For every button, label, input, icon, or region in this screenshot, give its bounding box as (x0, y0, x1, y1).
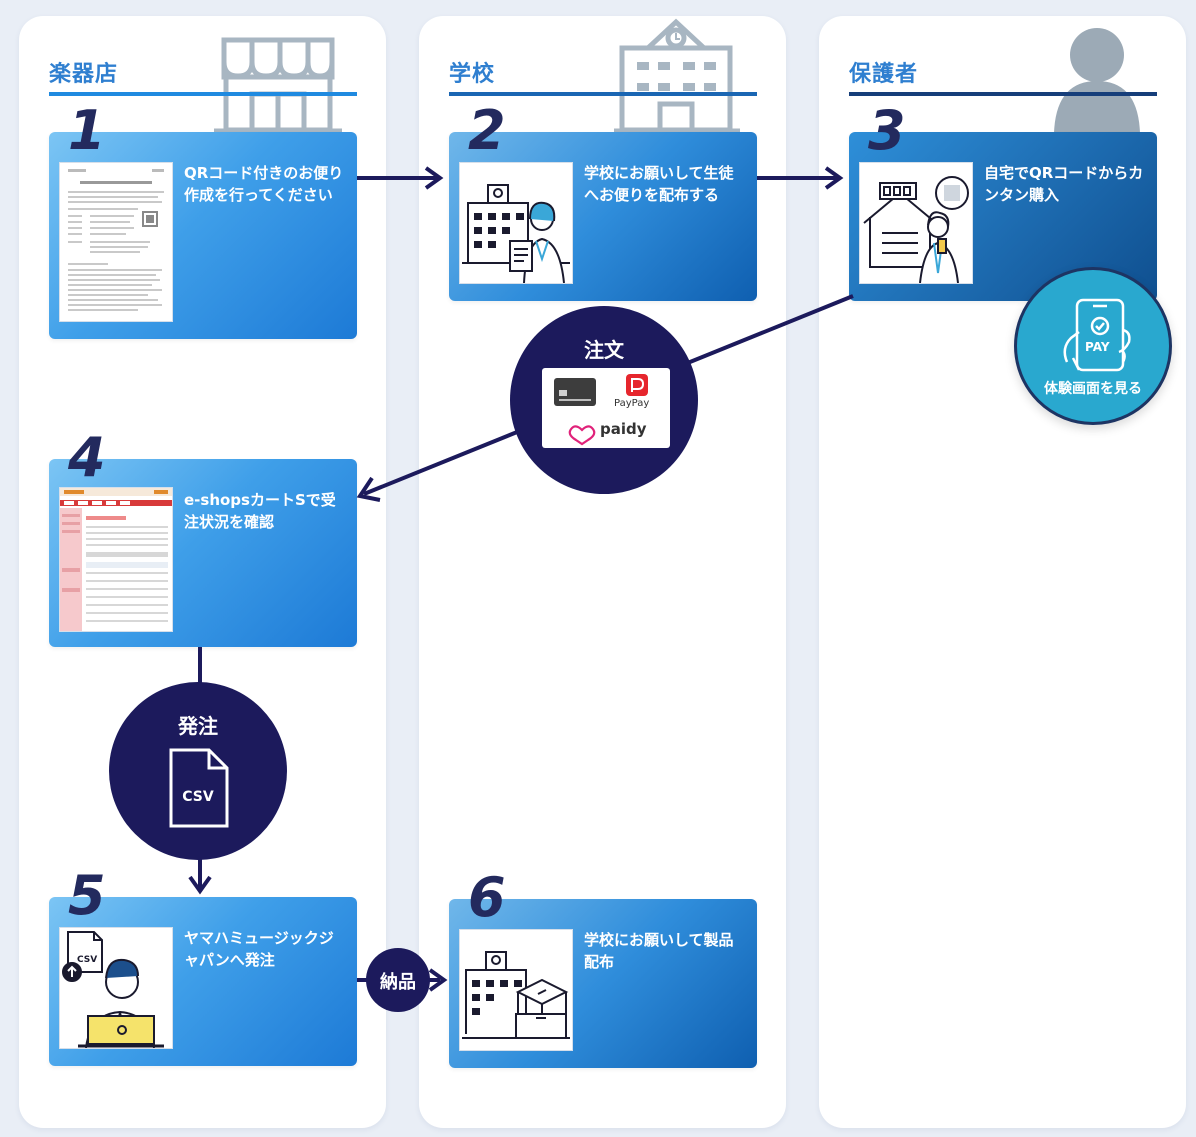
payment-methods: PayPay paidy (542, 368, 670, 448)
nouhin-label: 納品 (380, 972, 416, 993)
hatchu-label: 発注 (178, 714, 218, 738)
delivery-illustration (459, 929, 573, 1051)
admin-screen-thumbnail (59, 487, 173, 632)
paypay-label: PayPay (614, 398, 650, 409)
shop-column-title: 楽器店 (49, 62, 119, 87)
flyer-thumbnail (59, 162, 173, 322)
step-2-card: 学校にお願いして生徒へお便りを配布する (449, 132, 757, 301)
order-label: 注文 (584, 338, 624, 362)
school-teacher-icon (462, 184, 570, 284)
credit-card-icon (554, 378, 596, 406)
step-6-card: 学校にお願いして製品配布 (449, 899, 757, 1068)
step-2-number: 2 (468, 99, 506, 162)
school-staff-illustration (459, 162, 573, 284)
step-1-card: QRコード付きのお便り作成を行ってください (49, 132, 357, 339)
step-5-text: ヤマハミュージックジャパンへ発注 (184, 929, 334, 969)
flyer-document-icon (68, 169, 164, 311)
step-1-text: QRコード付きのお便り作成を行ってください (184, 164, 344, 204)
paidy-label: paidy (600, 420, 647, 438)
laptop-worker-icon (62, 931, 164, 1049)
nouhin-circle: 納品 (366, 948, 430, 1012)
step-6-text: 学校にお願いして製品配布 (584, 931, 734, 971)
order-circle: 注文 PayPay paidy (510, 306, 698, 494)
hatchu-csv-text: CSV (182, 789, 214, 805)
csv-file-icon (169, 748, 229, 828)
order-management-screen-icon (60, 488, 172, 631)
step-3-number: 3 (868, 99, 906, 162)
guardian-title-rule (849, 92, 1157, 96)
step-4-card: e-shopsカートSで受注状況を確認 (49, 459, 357, 647)
pay-icon-text: PAY (1085, 340, 1110, 354)
school-column-title: 学校 (449, 62, 496, 87)
step-5-csv-tag: CSV (77, 955, 98, 965)
try-experience-label: 体験画面を見る (1044, 381, 1142, 397)
step-5-number: 5 (68, 864, 106, 927)
order-staff-illustration (59, 927, 173, 1049)
step-3-text: 自宅でQRコードからカンタン購入 (984, 164, 1144, 204)
paidy-icon (568, 425, 596, 446)
payment-icons (554, 374, 648, 446)
paypay-icon (626, 374, 648, 396)
home-qr-icon (863, 176, 969, 284)
step-1-number: 1 (68, 99, 106, 162)
hatchu-circle: 発注 CSV (109, 682, 287, 860)
school-title-rule (449, 92, 757, 96)
step-6-number: 6 (468, 866, 506, 929)
step-2-text: 学校にお願いして生徒へお便りを配布する (584, 164, 734, 204)
step-4-text: e-shopsカートSで受注状況を確認 (184, 491, 336, 531)
home-purchase-illustration (859, 162, 973, 284)
school-delivery-icon (462, 951, 570, 1039)
shop-title-rule (49, 92, 357, 96)
try-experience-button[interactable]: PAY 体験画面を見る (1014, 267, 1172, 425)
guardian-column-title: 保護者 (849, 62, 919, 87)
step-5-card: CSV ヤマハミュージックジャパンへ発注 (49, 897, 357, 1066)
pay-phone-icon (1063, 298, 1131, 372)
step-4-number: 4 (68, 426, 106, 489)
